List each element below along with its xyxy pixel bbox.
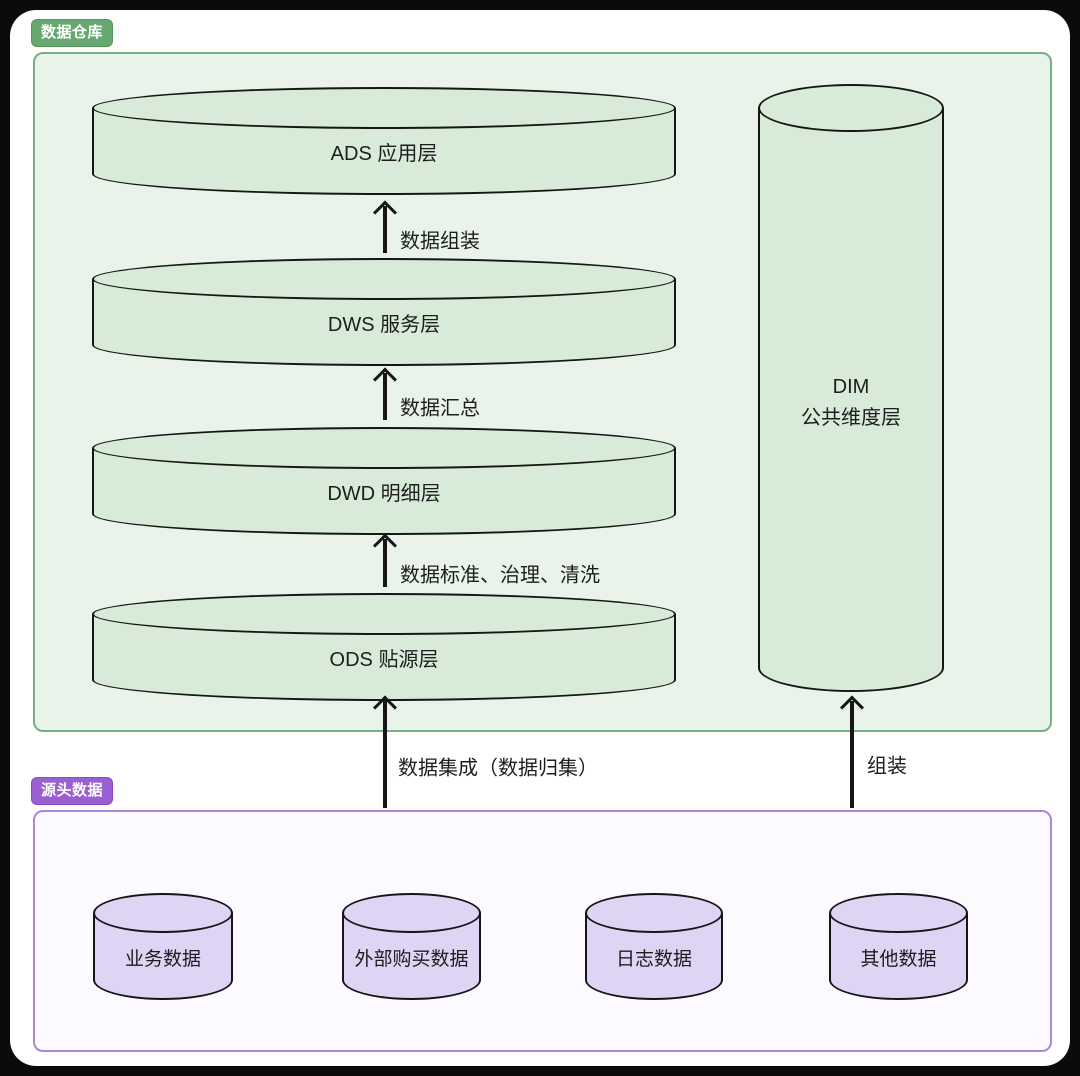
cylinder-log-data: 日志数据 xyxy=(585,893,723,1000)
cylinder-top-ellipse xyxy=(92,593,676,635)
cylinder-top-ellipse xyxy=(342,893,481,933)
dws-layer-label: DWS 服务层 xyxy=(327,314,441,336)
dim-layer-line2: 公共维度层 xyxy=(801,407,901,429)
cylinder-dwd-layer: DWD 明细层 xyxy=(92,427,676,535)
dim-layer-line1: DIM xyxy=(832,376,870,398)
other-data-label: 其他数据 xyxy=(860,948,937,970)
source-badge: 源头数据 xyxy=(31,777,114,805)
dim-layer-label: DIM 公共维度层 xyxy=(801,364,901,434)
flow-label-data-standardize: 数据标准、治理、清洗 xyxy=(400,564,600,587)
arrow-dws-to-ads xyxy=(383,206,387,253)
cylinder-top-ellipse xyxy=(92,427,676,469)
cylinder-top-ellipse xyxy=(92,258,676,300)
ads-layer-label: ADS 应用层 xyxy=(330,143,438,165)
cylinder-top-ellipse xyxy=(758,84,944,132)
cylinder-external-data: 外部购买数据 xyxy=(342,893,481,1000)
warehouse-badge: 数据仓库 xyxy=(31,19,114,47)
cylinder-other-data: 其他数据 xyxy=(829,893,968,1000)
dwd-layer-label: DWD 明细层 xyxy=(327,483,441,505)
flow-label-data-summarize: 数据汇总 xyxy=(400,397,480,420)
arrow-source-to-dim xyxy=(850,701,854,808)
ods-layer-label: ODS 贴源层 xyxy=(329,649,439,671)
arrow-dwd-to-dws xyxy=(383,373,387,420)
cylinder-ads-layer: ADS 应用层 xyxy=(92,87,676,195)
cylinder-ods-layer: ODS 贴源层 xyxy=(92,593,676,701)
arrow-source-to-ods xyxy=(383,701,387,808)
cylinder-dws-layer: DWS 服务层 xyxy=(92,258,676,366)
flow-label-assemble: 组装 xyxy=(867,755,907,778)
cylinder-top-ellipse xyxy=(585,893,723,933)
arrow-ods-to-dwd xyxy=(383,539,387,587)
cylinder-top-ellipse xyxy=(93,893,233,933)
external-data-label: 外部购买数据 xyxy=(354,948,469,970)
business-data-label: 业务数据 xyxy=(124,948,201,970)
cylinder-top-ellipse xyxy=(92,87,676,129)
flow-label-data-assembly: 数据组装 xyxy=(400,230,480,253)
flow-label-data-integration: 数据集成（数据归集） xyxy=(398,757,598,780)
cylinder-top-ellipse xyxy=(829,893,968,933)
cylinder-business-data: 业务数据 xyxy=(93,893,233,1000)
diagram-page: 数据仓库 ADS 应用层 DWS 服务层 DWD 明细层 xyxy=(10,10,1070,1066)
log-data-label: 日志数据 xyxy=(615,948,692,970)
cylinder-dim-layer: DIM 公共维度层 xyxy=(758,84,944,692)
